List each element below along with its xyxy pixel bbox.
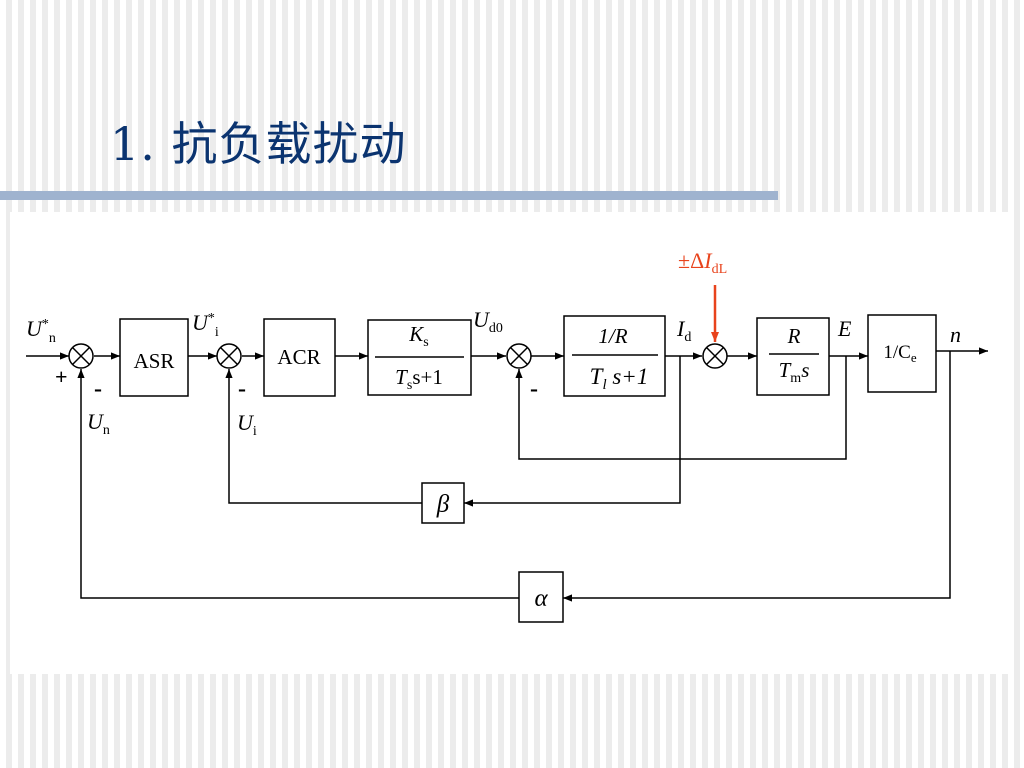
asr-block	[119, 318, 189, 397]
sign-minus-speed: -	[94, 376, 102, 402]
resistance-block	[563, 315, 666, 397]
motor-numerator: R	[787, 324, 801, 348]
label-e: E	[837, 316, 852, 341]
ce-label: 1/Ce	[883, 342, 916, 365]
motor-denominator: Tms	[779, 358, 810, 386]
label-ui-star: U*i	[192, 310, 219, 340]
label-ui: Ui	[237, 410, 257, 439]
beta-output-line	[225, 369, 422, 504]
sum-junction-emf	[506, 343, 532, 369]
sign-minus-emf: -	[530, 376, 538, 402]
id-feedback-line	[464, 356, 681, 507]
sum-junction-current	[216, 343, 242, 369]
page-title: 1. 抗负载扰动	[110, 117, 407, 171]
label-n: n	[950, 322, 961, 347]
alpha-label: α	[534, 585, 548, 612]
resistance-numerator: 1/R	[598, 324, 627, 348]
label-ud0: Ud0	[473, 307, 503, 336]
n-feedback-line	[563, 351, 951, 602]
input-label-un-star: U*n	[26, 316, 56, 346]
label-un: Un	[87, 409, 110, 438]
resistance-denominator: Tl s+1	[590, 364, 649, 393]
motor-block	[756, 317, 830, 396]
ks-denominator: Tss+1	[395, 365, 443, 393]
acr-label: ACR	[277, 345, 320, 369]
label-disturbance: ±ΔIdL	[678, 248, 727, 277]
ce-block	[867, 314, 937, 393]
ks-numerator: Ks	[408, 322, 428, 350]
sum-junction-speed	[68, 343, 94, 369]
asr-label: ASR	[134, 349, 175, 373]
title-underline	[0, 191, 778, 200]
alpha-output-line	[77, 369, 519, 599]
alpha-block	[518, 571, 564, 623]
label-id: Id	[676, 316, 691, 345]
signal-lines	[26, 347, 988, 602]
sum-junction-load	[702, 343, 728, 369]
beta-label: β	[436, 491, 450, 518]
acr-block	[263, 318, 336, 397]
fraction-bars	[375, 353, 819, 358]
e-feedback-line	[515, 356, 847, 460]
beta-block	[421, 482, 465, 524]
diagram-panel	[10, 212, 1008, 674]
sign-plus: +	[55, 364, 68, 389]
sign-minus-current: -	[238, 376, 246, 402]
summing-junctions	[68, 343, 728, 369]
